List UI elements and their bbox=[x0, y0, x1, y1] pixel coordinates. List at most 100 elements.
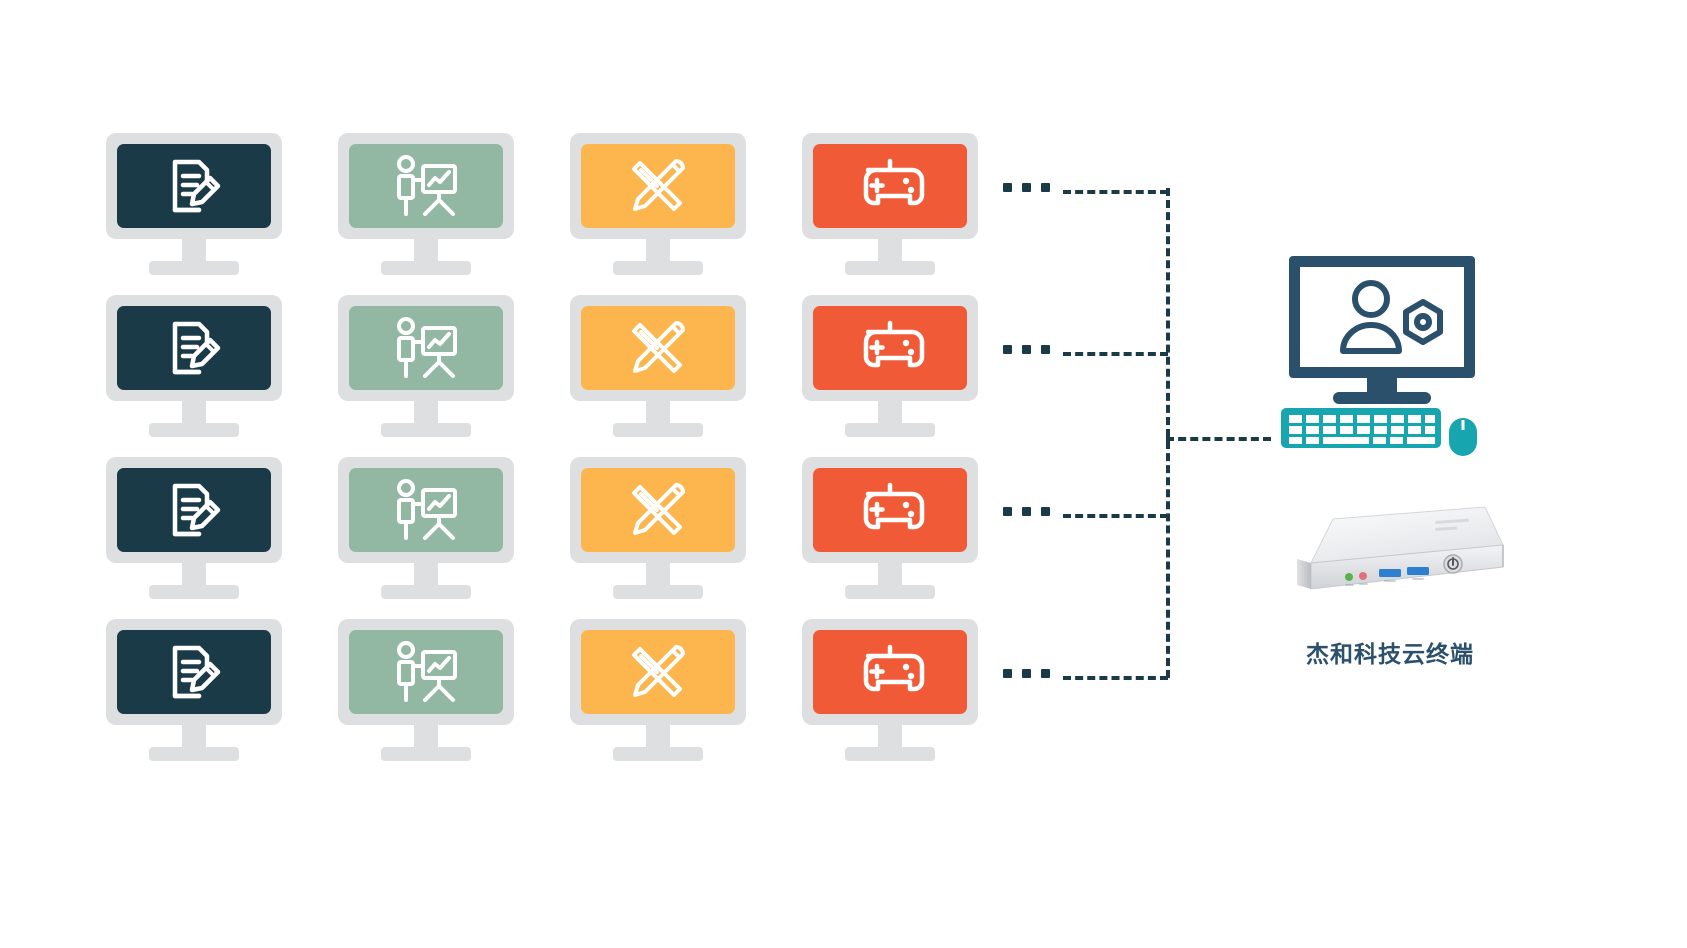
monitor-base bbox=[613, 423, 703, 437]
presentation-chart-icon bbox=[397, 317, 457, 378]
monitor-neck bbox=[646, 401, 670, 425]
usb-port bbox=[1407, 567, 1429, 575]
client-monitor-r4c4[interactable] bbox=[802, 619, 978, 761]
monitor-base bbox=[381, 423, 471, 437]
pencil-ruler-icon bbox=[632, 483, 685, 535]
monitor-base bbox=[149, 585, 239, 599]
ellipsis-dot bbox=[1022, 507, 1031, 516]
monitor-base bbox=[845, 747, 935, 761]
monitor-screen bbox=[813, 468, 967, 552]
client-monitor-r2c2[interactable] bbox=[338, 295, 514, 437]
pencil-ruler-icon bbox=[632, 645, 685, 697]
user-settings-monitor-icon bbox=[1281, 256, 1477, 456]
ellipsis-dot bbox=[1022, 669, 1031, 678]
client-monitor-r2c3[interactable] bbox=[570, 295, 746, 437]
game-controller-icon bbox=[863, 644, 925, 692]
client-monitor-r1c2[interactable] bbox=[338, 133, 514, 275]
ellipsis-dot bbox=[1003, 507, 1012, 516]
mini-pc-illustration bbox=[1297, 506, 1504, 590]
monitor-neck bbox=[182, 563, 206, 587]
monitor-neck bbox=[878, 401, 902, 425]
monitor-neck bbox=[182, 239, 206, 263]
monitor-neck bbox=[878, 563, 902, 587]
monitor-neck bbox=[646, 725, 670, 749]
client-monitor-r3c4[interactable] bbox=[802, 457, 978, 599]
client-monitor-r2c1[interactable] bbox=[106, 295, 282, 437]
monitor-base bbox=[381, 261, 471, 275]
client-monitor-r1c1[interactable] bbox=[106, 133, 282, 275]
game-controller-icon bbox=[863, 320, 925, 368]
monitor-neck bbox=[878, 725, 902, 749]
client-monitor-r3c3[interactable] bbox=[570, 457, 746, 599]
gear-icon bbox=[1403, 299, 1443, 345]
monitor-screen bbox=[813, 144, 967, 228]
mini-pc-device[interactable] bbox=[1275, 505, 1507, 630]
presentation-chart-icon bbox=[397, 479, 457, 540]
keyboard-icon bbox=[1281, 408, 1441, 448]
monitor-screen bbox=[813, 306, 967, 390]
ellipsis-dot bbox=[1003, 183, 1012, 192]
client-monitor-r1c4[interactable] bbox=[802, 133, 978, 275]
connector-branch-row1 bbox=[1063, 190, 1168, 194]
monitor-screen bbox=[813, 630, 967, 714]
usb-port bbox=[1379, 569, 1401, 577]
audio-jack bbox=[1345, 573, 1353, 581]
presentation-chart-icon bbox=[397, 155, 457, 216]
monitor-screen bbox=[117, 306, 271, 390]
client-monitor-r1c3[interactable] bbox=[570, 133, 746, 275]
monitor-screen bbox=[117, 144, 271, 228]
monitor-neck bbox=[878, 239, 902, 263]
game-controller-icon bbox=[863, 482, 925, 530]
monitor-neck bbox=[646, 239, 670, 263]
monitor-base bbox=[613, 261, 703, 275]
game-controller-icon bbox=[863, 158, 925, 206]
monitor-neck bbox=[646, 563, 670, 587]
monitor-base bbox=[845, 585, 935, 599]
monitor-screen bbox=[349, 144, 503, 228]
monitor-screen bbox=[349, 306, 503, 390]
monitor-screen bbox=[581, 468, 735, 552]
admin-workstation[interactable] bbox=[1275, 250, 1490, 465]
monitor-screen bbox=[581, 144, 735, 228]
connector-branch-row3 bbox=[1063, 514, 1168, 518]
row-ellipsis-3 bbox=[1003, 507, 1050, 516]
connector-trunk-to-server bbox=[1166, 437, 1271, 441]
ellipsis-dot bbox=[1003, 345, 1012, 354]
cloud-terminal-caption: 杰和科技云终端 bbox=[1306, 642, 1474, 668]
monitor-screen bbox=[117, 630, 271, 714]
monitor-base bbox=[613, 747, 703, 761]
ellipsis-dot bbox=[1003, 669, 1012, 678]
monitor-neck bbox=[182, 401, 206, 425]
document-edit-icon bbox=[172, 645, 221, 699]
client-monitor-r4c3[interactable] bbox=[570, 619, 746, 761]
client-monitor-r3c1[interactable] bbox=[106, 457, 282, 599]
monitor-screen bbox=[349, 468, 503, 552]
monitor-neck bbox=[414, 725, 438, 749]
monitor-base bbox=[845, 423, 935, 437]
monitor-base bbox=[149, 423, 239, 437]
monitor-base bbox=[149, 261, 239, 275]
ellipsis-dot bbox=[1041, 507, 1050, 516]
monitor-base bbox=[381, 747, 471, 761]
row-ellipsis-1 bbox=[1003, 183, 1050, 192]
document-edit-icon bbox=[172, 159, 221, 213]
pencil-ruler-icon bbox=[632, 321, 685, 373]
monitor-screen bbox=[581, 630, 735, 714]
monitor-base bbox=[845, 261, 935, 275]
monitor-neck bbox=[414, 401, 438, 425]
monitor-base bbox=[613, 585, 703, 599]
connector-branch-row2 bbox=[1063, 352, 1168, 356]
monitor-neck bbox=[414, 239, 438, 263]
cloud-terminal-group: 杰和科技云终端 bbox=[1275, 250, 1555, 720]
client-monitor-r4c2[interactable] bbox=[338, 619, 514, 761]
ellipsis-dot bbox=[1041, 345, 1050, 354]
monitor-base bbox=[149, 747, 239, 761]
client-monitor-r2c4[interactable] bbox=[802, 295, 978, 437]
monitor-screen bbox=[349, 630, 503, 714]
client-monitor-r3c2[interactable] bbox=[338, 457, 514, 599]
connector-trunk-vertical bbox=[1166, 188, 1170, 678]
client-monitor-r4c1[interactable] bbox=[106, 619, 282, 761]
connector-branch-row4 bbox=[1063, 676, 1168, 680]
monitor-screen bbox=[581, 306, 735, 390]
